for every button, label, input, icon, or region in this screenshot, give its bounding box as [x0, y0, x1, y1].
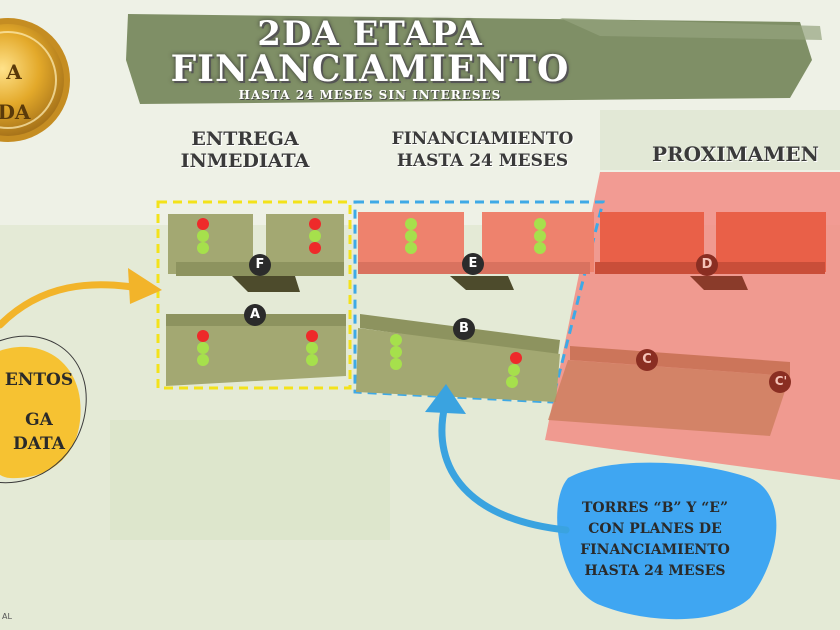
banner-brush-streak	[560, 18, 822, 40]
seal-text-line1: A	[6, 60, 22, 84]
left-note: ENTOS GA DATA	[0, 368, 78, 456]
banner-subtitle: HASTA 24 MESES SIN INTERESES	[238, 88, 502, 102]
right-note-blob	[557, 462, 777, 620]
header-patch	[600, 110, 840, 170]
right-note-line4: HASTA 24 MESES	[584, 563, 726, 579]
right-note: TORRES “B” Y “E” CON PLANES DE FINANCIAM…	[555, 498, 755, 582]
header-entrega-line1: ENTREGA	[191, 128, 299, 150]
banner-title-line2: FINANCIAMIENTO	[170, 48, 570, 90]
left-note-outline	[0, 335, 87, 484]
yellow-arrowhead-icon	[128, 268, 162, 304]
left-note-blob	[0, 346, 81, 479]
tower-label-e: E	[468, 256, 478, 271]
tower-label-b: B	[459, 321, 469, 336]
zone-financiamiento	[353, 200, 605, 404]
seal-text-line2: DA	[0, 100, 31, 124]
tower-label-f: F	[255, 257, 265, 272]
banner-title-line1: 2DA ETAPA	[257, 14, 483, 54]
ground-patch	[110, 420, 390, 540]
left-note-line1: ENTOS	[4, 370, 74, 390]
status-dots	[197, 218, 546, 388]
zone-entrega-inmediata	[156, 200, 352, 390]
header-financ-line1: FINANCIAMIENTO	[391, 129, 574, 149]
tower-label-a: A	[249, 307, 261, 322]
header-entrega-inmediata: ENTREGA INMEDIATA	[150, 128, 340, 172]
header-financiamiento: FINANCIAMIENTO HASTA 24 MESES	[365, 128, 600, 172]
blue-arrow-icon	[438, 401, 570, 534]
tower-label-d: D	[701, 257, 713, 272]
header-financ-line2: HASTA 24 MESES	[396, 151, 569, 171]
tower-label-circles	[244, 253, 791, 393]
left-note-line2: GA	[25, 410, 53, 430]
header-entrega-line2: INMEDIATA	[180, 150, 310, 172]
tower-label-c: C	[642, 352, 652, 367]
left-note-line3: DATA	[13, 434, 65, 454]
footer-mark: AL	[2, 612, 12, 621]
blue-arrowhead-icon	[425, 384, 466, 414]
right-note-line3: FINANCIAMIENTO	[580, 542, 730, 558]
gold-seal: A DA	[0, 52, 34, 132]
tower-label-c-prime: C'	[774, 374, 788, 388]
tower-c[interactable]	[548, 346, 790, 436]
header-proximamente: PROXIMAMEN	[652, 143, 819, 165]
right-note-line1: TORRES “B” Y “E”	[582, 500, 728, 516]
right-note-line2: CON PLANES DE	[588, 521, 722, 537]
gold-seal-icon	[0, 18, 70, 142]
